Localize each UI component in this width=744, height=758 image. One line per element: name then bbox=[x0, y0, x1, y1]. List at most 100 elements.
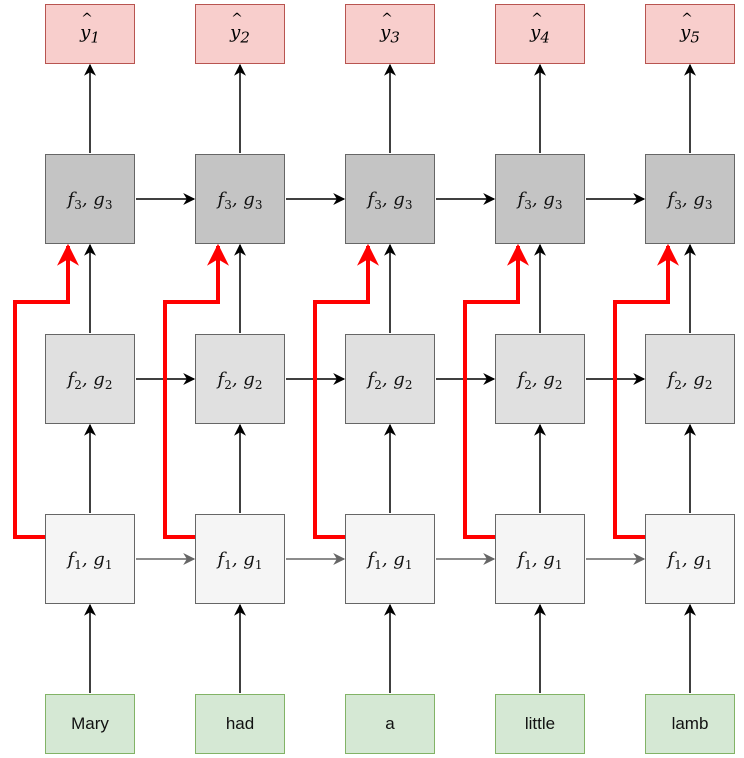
output-label: ^y5 bbox=[680, 11, 700, 47]
skip-connection-arrow bbox=[463, 243, 529, 539]
separator: , bbox=[231, 368, 244, 390]
node-label: f3, g3 bbox=[518, 188, 563, 212]
f-index: 3 bbox=[224, 197, 232, 212]
skip-connection-arrow bbox=[163, 243, 229, 539]
output-node-1: ^y1 bbox=[45, 4, 135, 64]
layer1-node-3: f1, g1 bbox=[345, 514, 435, 604]
g-index: 3 bbox=[704, 197, 713, 212]
f-symbol: f bbox=[667, 368, 675, 390]
f-index: 2 bbox=[674, 377, 682, 392]
g-symbol: g bbox=[543, 368, 555, 390]
g-index: 1 bbox=[704, 557, 713, 572]
layer2-node-1: f2, g2 bbox=[45, 334, 135, 424]
layer2-node-4: f2, g2 bbox=[495, 334, 585, 424]
layer1-node-4: f1, g1 bbox=[495, 514, 585, 604]
separator: , bbox=[531, 548, 544, 570]
output-label: ^y3 bbox=[380, 11, 400, 47]
node-label: f2, g2 bbox=[218, 368, 263, 392]
separator: , bbox=[81, 188, 94, 210]
output-index: 3 bbox=[390, 28, 400, 47]
input-word: a bbox=[385, 714, 395, 733]
layer2-node-5: f2, g2 bbox=[645, 334, 735, 424]
f-symbol: f bbox=[367, 368, 375, 390]
g-index: 2 bbox=[404, 377, 413, 392]
layer2-node-3: f2, g2 bbox=[345, 334, 435, 424]
f-symbol: f bbox=[517, 368, 525, 390]
hat-accent: ^ bbox=[531, 10, 543, 27]
input-token-4: little bbox=[495, 694, 585, 754]
input-word: had bbox=[225, 714, 255, 733]
g-index: 1 bbox=[104, 557, 113, 572]
f-index: 1 bbox=[74, 557, 82, 572]
separator: , bbox=[531, 188, 544, 210]
g-index: 3 bbox=[104, 197, 113, 212]
g-index: 2 bbox=[704, 377, 713, 392]
g-symbol: g bbox=[243, 368, 255, 390]
g-symbol: g bbox=[693, 368, 705, 390]
hat-accent: ^ bbox=[231, 10, 243, 27]
hat-accent: ^ bbox=[81, 10, 93, 27]
output-symbol: y bbox=[380, 21, 391, 43]
f-index: 1 bbox=[224, 557, 232, 572]
f-symbol: f bbox=[517, 548, 525, 570]
node-label: f3, g3 bbox=[68, 188, 113, 212]
g-symbol: g bbox=[393, 368, 405, 390]
f-index: 3 bbox=[74, 197, 82, 212]
input-token-1: Mary bbox=[45, 694, 135, 754]
g-symbol: g bbox=[543, 548, 555, 570]
output-symbol: y bbox=[680, 21, 691, 43]
node-label: f3, g3 bbox=[367, 188, 413, 212]
output-index: 4 bbox=[540, 28, 550, 47]
layer1-node-5: f1, g1 bbox=[645, 514, 735, 604]
output-symbol: y bbox=[80, 21, 91, 43]
f-symbol: f bbox=[67, 368, 75, 390]
f-index: 3 bbox=[524, 197, 532, 212]
f-symbol: f bbox=[217, 548, 225, 570]
f-symbol: f bbox=[367, 548, 375, 570]
g-symbol: g bbox=[693, 548, 705, 570]
layer3-node-5: f3, g3 bbox=[645, 154, 735, 244]
input-token-2: had bbox=[195, 694, 285, 754]
separator: , bbox=[231, 548, 244, 570]
input-word: Mary bbox=[71, 714, 109, 733]
node-label: f3, g3 bbox=[218, 189, 263, 212]
node-label: f2, g2 bbox=[667, 368, 713, 392]
f-index: 3 bbox=[674, 197, 682, 212]
node-label: f2, g2 bbox=[517, 368, 563, 392]
layer3-node-2: f3, g3 bbox=[195, 154, 285, 244]
f-index: 2 bbox=[524, 377, 532, 392]
output-index: 2 bbox=[240, 28, 250, 47]
g-index: 3 bbox=[554, 197, 563, 212]
f-symbol: f bbox=[367, 188, 375, 210]
node-label: f2, g2 bbox=[367, 368, 413, 392]
g-index: 1 bbox=[404, 557, 413, 572]
g-index: 2 bbox=[554, 377, 563, 392]
output-label: ^y1 bbox=[80, 11, 100, 47]
f-symbol: f bbox=[667, 188, 675, 210]
node-label: f1, g1 bbox=[668, 548, 713, 572]
output-index: 1 bbox=[90, 28, 100, 47]
f-index: 3 bbox=[374, 197, 382, 212]
input-token-5: lamb bbox=[645, 694, 735, 754]
g-symbol: g bbox=[393, 548, 405, 570]
output-node-2: ^y2 bbox=[195, 4, 285, 64]
f-symbol: f bbox=[67, 548, 75, 570]
node-label: f1, g1 bbox=[217, 548, 263, 572]
input-word: lamb bbox=[671, 714, 709, 733]
separator: , bbox=[81, 368, 94, 390]
g-symbol: g bbox=[93, 368, 105, 390]
f-index: 1 bbox=[674, 557, 682, 572]
g-symbol: g bbox=[243, 548, 255, 570]
g-symbol: g bbox=[543, 188, 555, 210]
g-index: 1 bbox=[554, 557, 563, 572]
node-label: f2, g2 bbox=[67, 368, 113, 392]
output-index: 5 bbox=[690, 28, 700, 47]
g-index: 2 bbox=[104, 377, 113, 392]
f-index: 2 bbox=[224, 377, 232, 392]
g-symbol: g bbox=[393, 188, 405, 210]
f-index: 1 bbox=[524, 557, 532, 572]
layer3-node-4: f3, g3 bbox=[495, 154, 585, 244]
g-index: 2 bbox=[254, 377, 263, 392]
